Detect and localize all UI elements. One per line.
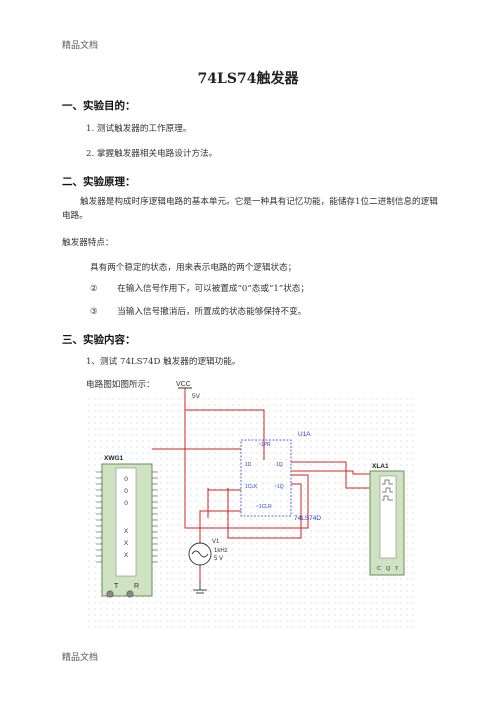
ic-part: 74LS74D — [294, 515, 321, 522]
vcc-symbol: VCC 5V — [176, 381, 201, 410]
page-header: 精品文档 — [62, 41, 99, 51]
word-value-4: X — [124, 540, 129, 547]
section-3-heading: 三、实验内容： — [62, 334, 136, 346]
word-value-1: 0 — [124, 488, 128, 495]
section-3-item-1: 1、测试 74LS74D 触发器的逻辑功能。 — [86, 357, 241, 367]
feature-mark: ③ — [90, 307, 98, 317]
analyzer-label: XLA1 — [372, 463, 389, 470]
pin-pr: ~1PR — [258, 442, 271, 448]
vcc-value: 5V — [192, 393, 201, 400]
circuit-caption: 电路图如图所示： — [86, 380, 155, 390]
ic-label: U1A — [298, 431, 311, 438]
source-label: V1 — [212, 539, 220, 545]
pin-q: 1Q — [276, 462, 283, 468]
red-wires — [152, 409, 370, 580]
features-label: 触发器特点： — [62, 238, 114, 248]
logic-analyzer: XLA1 C Q T — [369, 463, 405, 576]
pin-nq: ~1Q — [274, 484, 284, 490]
pin-d: 1D — [245, 462, 252, 468]
features-intro: 具有两个稳定的状态，用来表示电路的两个逻辑状态； — [90, 263, 297, 273]
terminal-t — [106, 590, 114, 598]
ic-74ls74d: U1A ~1PR 1D 1Q 1CLK ~1Q ~1CLR 74LS74D — [240, 431, 321, 522]
word-generator-r: R — [134, 583, 139, 590]
terminal-r — [126, 590, 134, 598]
section-2-heading: 二、实验原理： — [62, 176, 136, 188]
vcc-label: VCC — [176, 381, 191, 388]
section-1-item-2: 2. 掌握触发器相关电路设计方法。 — [86, 149, 218, 159]
document-title: 74LS74触发器 — [197, 71, 299, 87]
feature-text: 当输入信号撤消后，所置成的状态能够保持不变。 — [117, 307, 307, 317]
page-footer: 精品文档 — [62, 653, 99, 663]
word-generator: XWG1 0 0 0 X X X T R — [96, 455, 158, 598]
section-1-item-1: 1. 测试触发器的工作原理。 — [86, 124, 192, 134]
section-1-heading: 一、实验目的： — [62, 100, 136, 112]
analyzer-pin-t: T — [395, 566, 399, 572]
source-volt: 5 V — [214, 556, 223, 562]
source-freq: 1kHz — [214, 548, 228, 554]
pin-clk: 1CLK — [245, 484, 258, 490]
circuit-diagram: VCC 5V XWG1 0 0 0 X X X — [88, 381, 414, 630]
word-value-3: X — [124, 528, 129, 535]
word-value-5: X — [124, 552, 129, 559]
feature-item-3: ③ 当输入信号撤消后，所置成的状态能够保持不变。 — [90, 305, 306, 319]
feature-text: 在输入信号作用下，可以被置成“0”态或“1”状态； — [117, 284, 309, 294]
word-value-2: 0 — [124, 500, 128, 507]
feature-mark: ② — [90, 284, 98, 294]
ac-source: V1 1kHz 5 V — [188, 539, 228, 594]
pin-clr: ~1CLR — [256, 504, 272, 510]
analyzer-pin-q: Q — [386, 566, 391, 572]
word-generator-label: XWG1 — [104, 455, 124, 462]
word-value-0: 0 — [124, 476, 128, 483]
analyzer-pin-c: C — [377, 566, 381, 572]
word-generator-t: T — [114, 583, 119, 590]
feature-item-2: ② 在输入信号作用下，可以被置成“0”态或“1”状态； — [90, 282, 309, 296]
section-2-paragraph: 触发器是构成时序逻辑电路的基本单元。它是一种具有记忆功能，能储存1位二进制信息的… — [62, 197, 438, 221]
